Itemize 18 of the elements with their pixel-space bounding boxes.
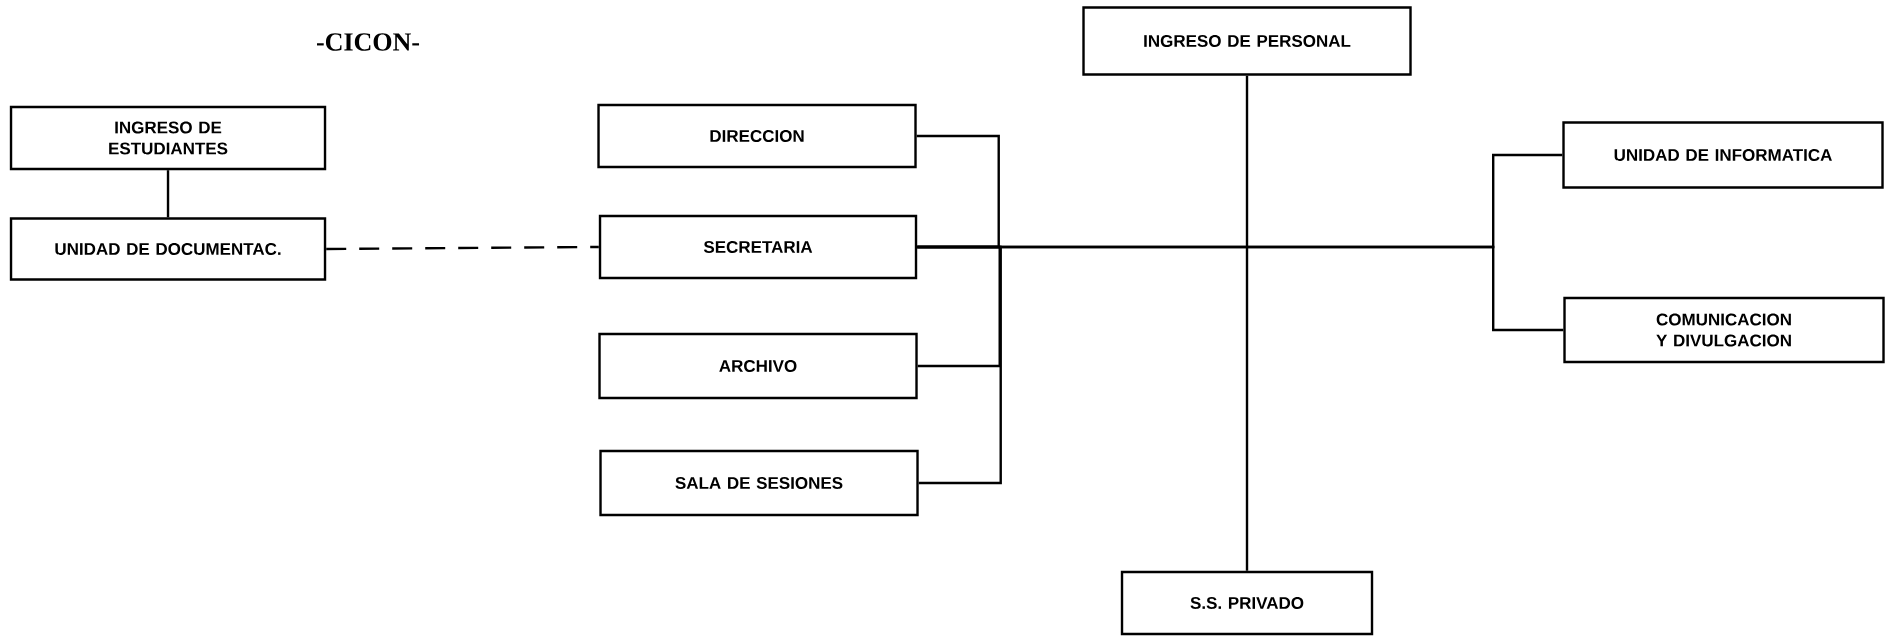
- title: -CICON-: [317, 33, 420, 51]
- connector-line: [326, 245, 599, 251]
- unit-box: COMUNICACION Y DIVULGACION: [1563, 296, 1885, 364]
- unit-box: UNIDAD DE INFORMATICA: [1562, 121, 1884, 189]
- unit-box: DIRECCION: [597, 103, 917, 169]
- connector-line: [916, 134, 1000, 249]
- connector-line: [917, 245, 1001, 368]
- unit-box: SECRETARIA: [598, 214, 918, 280]
- unit-box: INGRESO DE ESTUDIANTES: [9, 105, 327, 171]
- connector-line: [166, 170, 170, 218]
- unit-box: INGRESO DE PERSONAL: [1082, 6, 1412, 76]
- connector-line: [1245, 75, 1249, 571]
- connector-line: [917, 245, 1002, 485]
- connector-line: [917, 245, 1564, 332]
- unit-box: ARCHIVO: [598, 332, 918, 400]
- unit-box: S.S. PRIVADO: [1120, 570, 1374, 636]
- unit-box: SALA DE SESIONES: [599, 449, 919, 517]
- unit-box: UNIDAD DE DOCUMENTAC.: [9, 217, 327, 281]
